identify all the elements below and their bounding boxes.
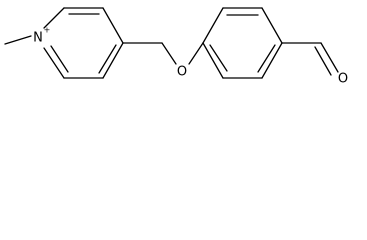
double-bond-b6-b1 bbox=[209, 44, 228, 72]
bond-b3-b4 bbox=[261, 7, 283, 44]
structure-canvas: N + O O bbox=[0, 0, 367, 118]
bond-b6-b1 bbox=[202, 42, 224, 79]
double-bond-b4-b5 bbox=[257, 44, 276, 73]
chemical-structure: N + O O bbox=[4, 7, 348, 87]
bond-n-c2 bbox=[43, 7, 65, 29]
double-bond-c4-c5 bbox=[98, 44, 117, 74]
nitrogen-atom-label: N bbox=[33, 31, 43, 46]
bond-cho-o bbox=[320, 42, 339, 73]
bond-c4-c5 bbox=[102, 42, 124, 79]
bond-c3-c4 bbox=[102, 7, 124, 44]
bond-methyl-n bbox=[4, 35, 32, 45]
aldehyde-oxygen-atom-label: O bbox=[338, 72, 348, 87]
bond-b1-b2 bbox=[202, 7, 224, 44]
double-bond-cho-o bbox=[314, 46, 332, 76]
bond-o-aryl bbox=[188, 42, 204, 65]
pyridinium-ring bbox=[43, 7, 124, 79]
bond-ch2-o bbox=[161, 42, 177, 65]
ether-oxygen-atom-label: O bbox=[177, 65, 187, 80]
bond-c6-n bbox=[43, 47, 65, 79]
bond-b4-b5 bbox=[261, 42, 283, 79]
benzene-ring bbox=[202, 7, 283, 79]
double-bond-c6-n bbox=[50, 45, 69, 73]
nitrogen-charge-label: + bbox=[44, 26, 51, 35]
